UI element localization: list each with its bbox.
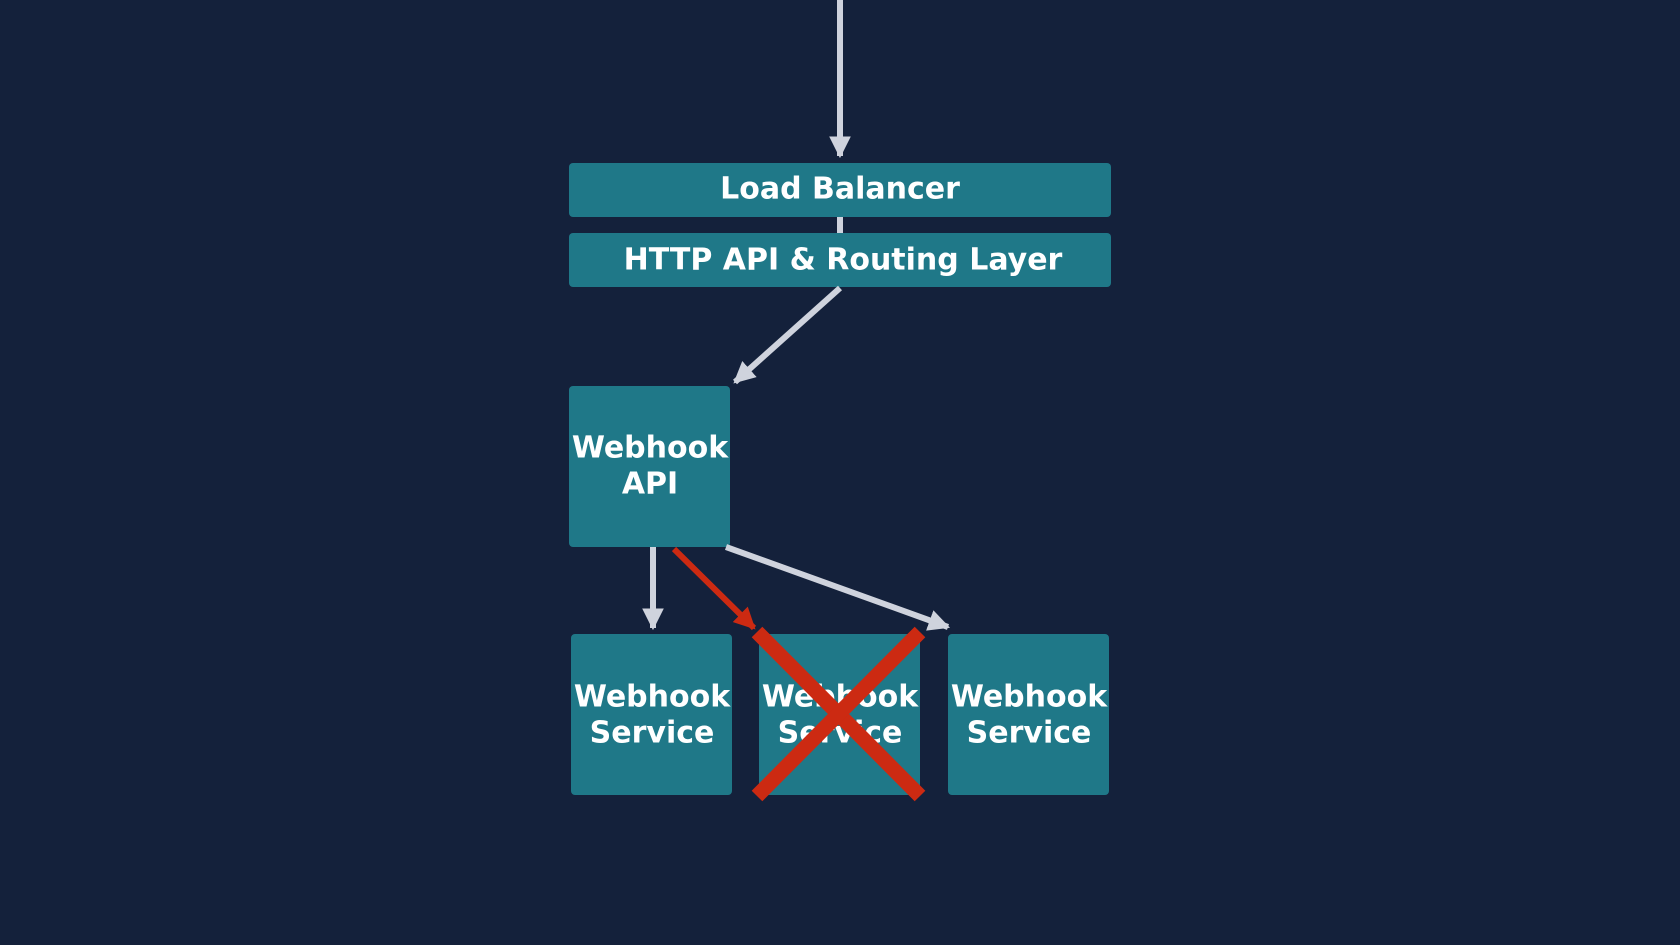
- webhook-service-1-box: Webhook Service: [571, 634, 732, 795]
- routing-to-api-arrow: [732, 285, 843, 385]
- load-balancer-box: Load Balancer: [569, 163, 1111, 217]
- webhook-service-3-label-line2: Service: [967, 716, 1092, 751]
- webhook-api-box: Webhook API: [569, 386, 730, 547]
- webhook-service-1-label-line2: Service: [590, 716, 715, 751]
- webhook-api-label-line2: API: [622, 467, 678, 502]
- api-to-failed-service-arrow: [671, 546, 757, 631]
- api-to-service-3-arrow: [724, 544, 951, 631]
- failure-x-icon: [751, 626, 926, 802]
- webhook-api-label-line1: Webhook: [572, 431, 729, 466]
- webhook-service-3-label-line1: Webhook: [951, 680, 1108, 715]
- routing-layer-box: HTTP API & Routing Layer: [569, 233, 1111, 287]
- webhook-service-3-box: Webhook Service: [948, 634, 1109, 795]
- load-balancer-label: Load Balancer: [720, 172, 960, 207]
- webhook-service-1-label-line1: Webhook: [574, 680, 731, 715]
- routing-layer-label: HTTP API & Routing Layer: [624, 243, 1063, 278]
